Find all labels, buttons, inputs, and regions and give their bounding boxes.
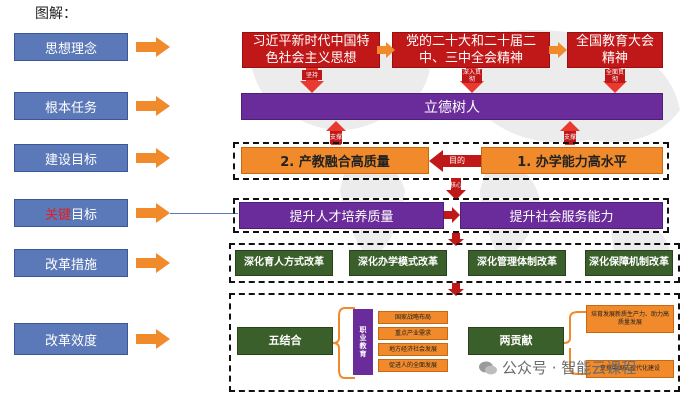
measure-guarantee-mechanism: 深化保障机制改革 <box>585 250 673 276</box>
page-title: 图解： <box>35 6 77 22</box>
label-key-goal: 关键目标 <box>14 199 128 227</box>
arrow-right-icon <box>136 253 170 273</box>
ideology-box-education-conference: 全国教育大会精神 <box>567 32 663 68</box>
arrow-right-icon <box>549 42 567 58</box>
measure-education-mode: 深化育人方式改革 <box>235 250 333 276</box>
arrow-left-icon <box>429 150 481 172</box>
tag-implement-deeply: 深入贯彻 <box>462 69 482 83</box>
arrow-right-icon <box>444 207 460 223</box>
support-tag-left: 支撑 <box>330 131 342 144</box>
contribution-modernization: 支撑中国式现代化建设 <box>586 360 674 378</box>
tag-adhere: 坚持 <box>302 70 322 80</box>
two-contributions-box: 两贡献 <box>468 327 564 355</box>
combination-national-strategy: 国家战略布局 <box>378 311 448 324</box>
arrow-right-icon <box>136 203 170 223</box>
vocational-education-bar: 职业教育 <box>353 309 373 375</box>
arrow-right-icon <box>136 329 170 349</box>
core-label: 核心 <box>449 181 462 189</box>
label-reform-measures: 改革措施 <box>14 249 128 277</box>
label-ideology: 思想理念 <box>14 33 128 61</box>
arrow-right-icon <box>136 96 170 116</box>
label-key-goal-red: 关键 <box>44 207 71 223</box>
goal-industry-education: 2. 产教融合高质量 <box>241 147 429 174</box>
key-goal-service: 提升社会服务能力 <box>460 202 663 229</box>
measure-school-model: 深化办学模式改革 <box>349 250 447 276</box>
label-fundamental-task: 根本任务 <box>14 92 128 120</box>
arrow-right-icon <box>136 37 170 57</box>
goal-school-capacity: 1. 办学能力高水平 <box>481 147 663 174</box>
watermark: 公众号 · 智能云课程 <box>478 357 636 378</box>
label-reform-effect: 改革效度 <box>14 323 128 355</box>
fundamental-task-box: 立德树人 <box>241 93 663 120</box>
label-construction-goal: 建设目标 <box>14 144 128 172</box>
arrow-right-icon <box>136 148 170 168</box>
label-key-goal-rest: 目标 <box>71 207 98 223</box>
ideology-box-xi-thought: 习近平新时代中国特色社会主义思想 <box>242 32 380 68</box>
watermark-text: 公众号 · 智能云课程 <box>502 359 637 377</box>
support-tag-right: 支撑 <box>564 131 576 144</box>
ideology-box-party-congress: 党的二十大和二十届二中、三中全会精神 <box>392 32 550 68</box>
purpose-label: 目的 <box>449 156 465 165</box>
combination-industry-demand: 重点产业需求 <box>378 327 448 340</box>
arrow-down-icon <box>446 178 466 200</box>
arrow-down-icon <box>448 233 464 246</box>
key-goal-group <box>233 198 669 233</box>
combination-local-development: 地方经济社会发展 <box>378 343 448 356</box>
combination-human-development: 促进人的全面发展 <box>378 359 448 372</box>
five-combinations-box: 五结合 <box>237 327 333 355</box>
contribution-productivity: 培育发展新质生产力、助力高质量发展 <box>586 305 674 333</box>
measure-management-system: 深化管理体制改革 <box>468 250 566 276</box>
connector-line <box>170 213 238 214</box>
wechat-icon <box>479 361 497 374</box>
reform-measures-group <box>229 243 680 283</box>
arrow-right-icon <box>377 42 395 58</box>
reform-effect-group <box>229 293 680 392</box>
bracket-right <box>564 311 586 375</box>
tag-implement-fully: 全面贯彻 <box>605 69 625 83</box>
arrow-down-icon <box>448 283 464 296</box>
key-goal-talent: 提升人才培养质量 <box>239 202 444 229</box>
bracket-left <box>333 307 355 379</box>
